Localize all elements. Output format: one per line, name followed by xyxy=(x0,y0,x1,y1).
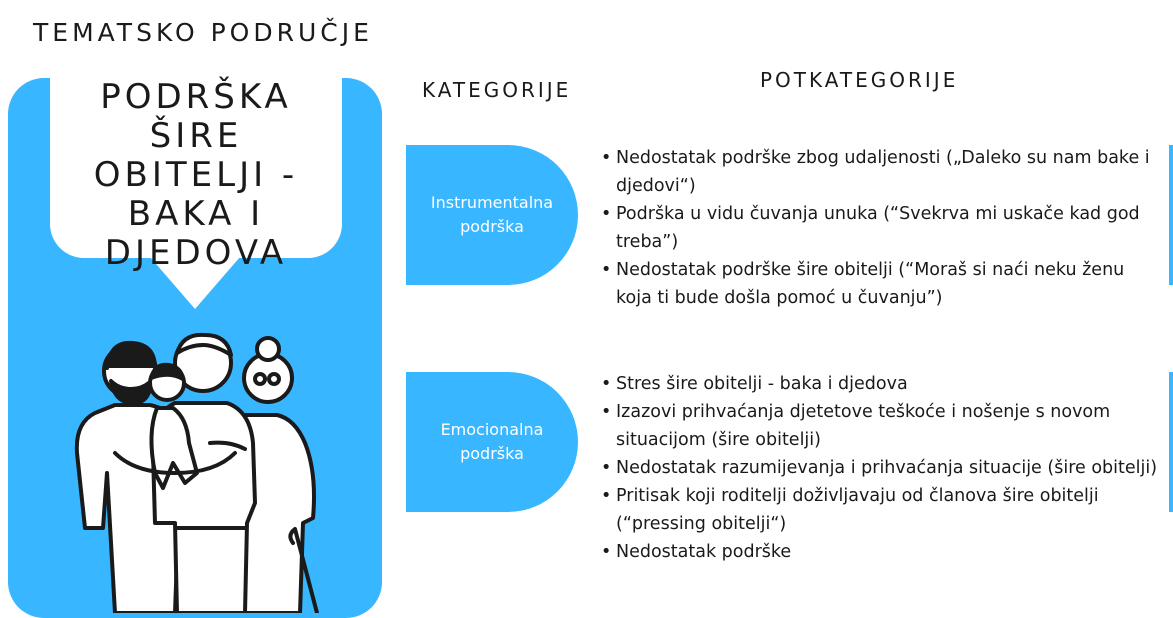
category-label: Emocionalna podrška xyxy=(407,418,577,466)
topic-title: TEMATSKO PODRUČJE xyxy=(33,18,373,47)
category-label-line: podrška xyxy=(460,444,524,463)
speech-bubble xyxy=(50,58,342,258)
topic-name: PODRŠKA ŠIRE OBITELJI - BAKA I DJEDOVA xyxy=(50,78,342,273)
categories-header: KATEGORIJE xyxy=(422,78,572,102)
edge-accent-bar xyxy=(1169,145,1173,285)
subcategory-item: Podrška u vidu čuvanja unuka (“Svekrva m… xyxy=(600,200,1160,256)
category-label-line: Instrumentalna xyxy=(430,193,554,212)
category-label-line: Emocionalna xyxy=(440,420,544,439)
topic-name-line: OBITELJI - xyxy=(93,155,299,195)
subcategory-item: Nedostatak podrške zbog udaljenosti („Da… xyxy=(600,144,1160,200)
subcategory-list-instrumental: Nedostatak podrške zbog udaljenosti („Da… xyxy=(600,144,1160,312)
edge-accent-bar xyxy=(1169,372,1173,512)
family-grandparents-icon xyxy=(74,332,319,613)
subcategory-item: Izazovi prihvaćanja djetetove teškoće i … xyxy=(600,398,1160,454)
category-emotional: Emocionalna podrška xyxy=(406,372,578,512)
subcategory-item: Nedostatak razumijevanja i prihvaćanja s… xyxy=(600,454,1160,482)
topic-name-line: BAKA I xyxy=(127,194,265,234)
subcategory-item: Nedostatak podrške xyxy=(600,538,1160,566)
subcategory-item: Nedostatak podrške šire obitelji (“Moraš… xyxy=(600,256,1160,312)
subcategories-header: POTKATEGORIJE xyxy=(760,68,959,92)
subcategory-item: Stres šire obitelji - baka i djedova xyxy=(600,370,1160,398)
category-label-line: podrška xyxy=(460,217,524,236)
topic-name-line: DJEDOVA xyxy=(104,233,288,273)
subcategory-item: Pritisak koji roditelji doživljavaju od … xyxy=(600,482,1160,538)
category-instrumental: Instrumentalna podrška xyxy=(406,145,578,285)
category-label: Instrumentalna podrška xyxy=(407,191,577,239)
speech-bubble-tail xyxy=(150,257,240,309)
topic-name-line: PODRŠKA ŠIRE xyxy=(100,77,292,156)
subcategory-list-emotional: Stres šire obitelji - baka i djedova Iza… xyxy=(600,370,1160,566)
